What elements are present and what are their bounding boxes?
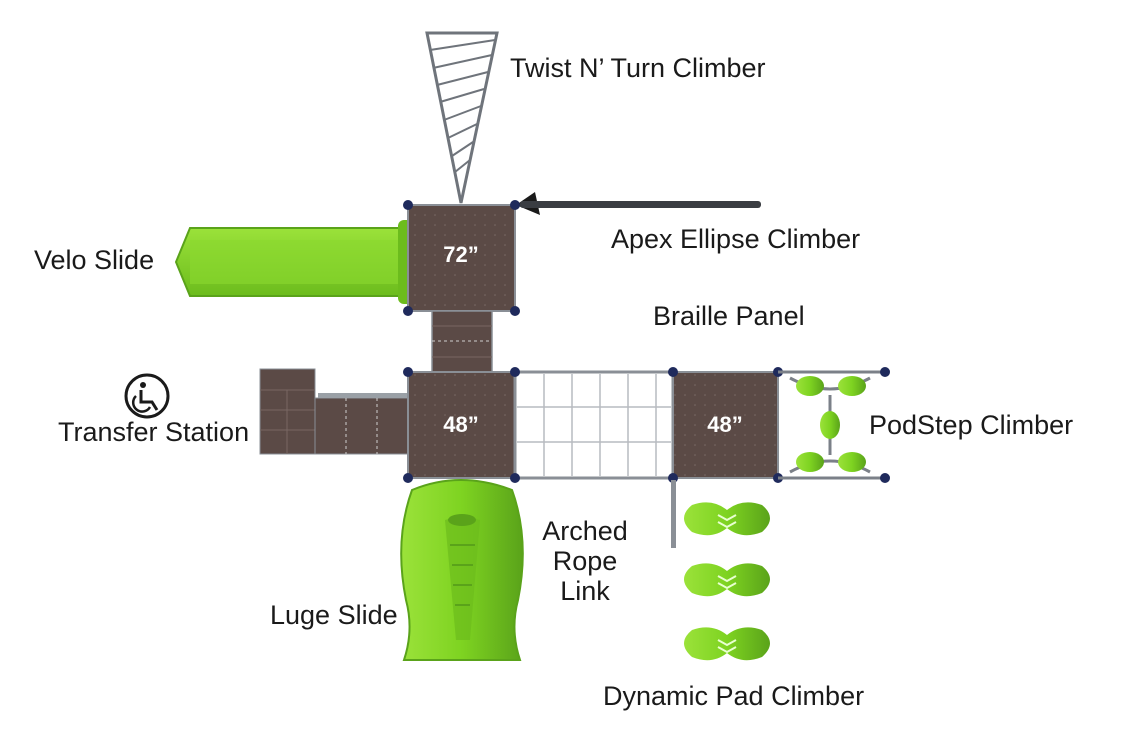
braille-panel-post (671, 480, 676, 548)
dynamic-pad-1 (684, 502, 770, 536)
transfer-station-structure (259, 368, 409, 455)
apex-climber (516, 192, 761, 215)
twist-climber (425, 31, 499, 204)
luge-slide (400, 479, 524, 661)
dynamic-pad-climber (684, 502, 770, 661)
label-apex-climber: Apex Ellipse Climber (611, 224, 861, 254)
label-arched-rope-link-1: Arched (542, 516, 628, 546)
deck-posts (403, 200, 783, 483)
label-twist-climber: Twist N’ Turn Climber (510, 53, 766, 83)
label-arched-rope-link-3: Link (560, 576, 610, 606)
wheelchair-icon (124, 373, 170, 419)
velo-slide (174, 220, 416, 304)
stairs (431, 310, 493, 374)
label-braille-panel: Braille Panel (653, 301, 805, 331)
deck-48-right-label: 48” (707, 412, 742, 437)
label-transfer-station: Transfer Station (58, 417, 250, 447)
deck-48-middle-label: 48” (443, 412, 478, 437)
rope-link-bridge (513, 370, 675, 480)
deck-48-middle: 48” (407, 371, 516, 479)
podstep-climber (778, 367, 890, 483)
deck-72-label: 72” (443, 242, 478, 267)
label-luge-slide: Luge Slide (270, 600, 398, 630)
label-dynamic-pad-climber: Dynamic Pad Climber (603, 681, 865, 711)
dynamic-pad-3 (684, 627, 770, 661)
label-velo-slide: Velo Slide (34, 245, 155, 275)
label-arched-rope-link-2: Rope (552, 546, 618, 576)
deck-72: 72” (407, 204, 516, 312)
dynamic-pad-2 (684, 563, 770, 597)
label-podstep-climber: PodStep Climber (869, 410, 1074, 440)
deck-48-right: 48” (672, 371, 779, 479)
